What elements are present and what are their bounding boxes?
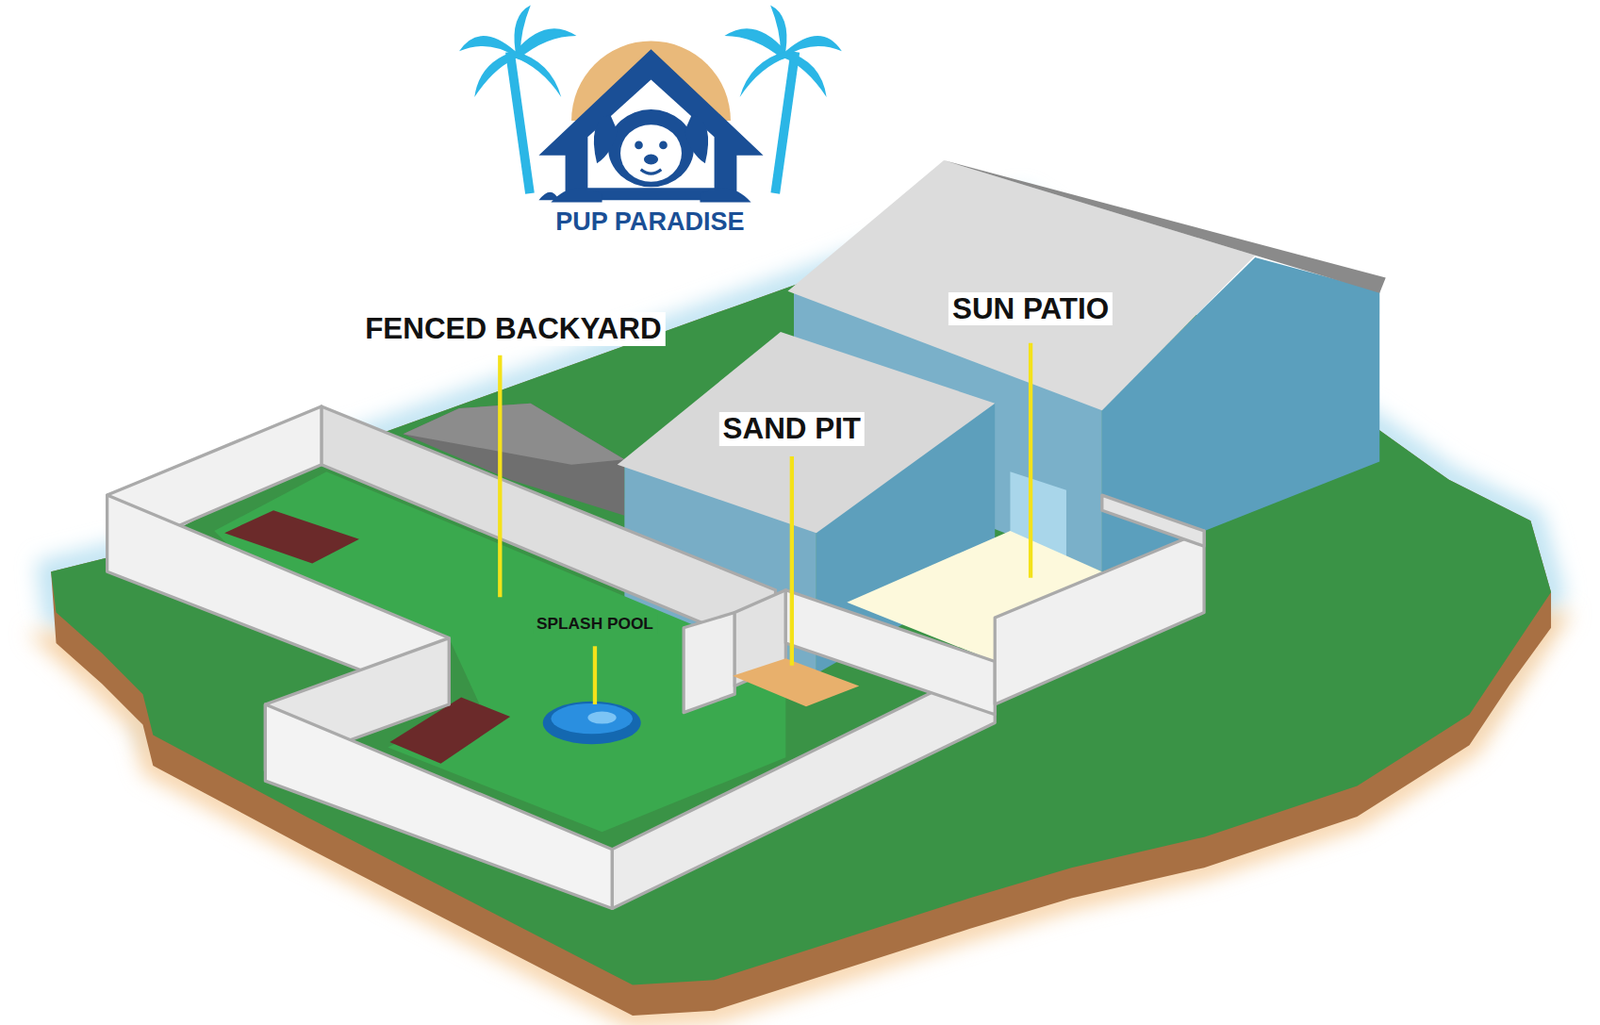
sand-pit (732, 658, 859, 707)
island-part (50, 204, 1551, 1016)
leader-line-part (497, 355, 502, 597)
palm-tree-part (512, 50, 561, 98)
palm-tree-part (740, 50, 789, 98)
fence (107, 406, 1205, 908)
sand-pit-part (732, 658, 859, 707)
fence-part (1102, 494, 1205, 546)
fence-part (683, 612, 735, 713)
splash-pool-part (543, 701, 642, 744)
fence-part (994, 530, 1205, 705)
palm-tree-part (505, 50, 535, 194)
area-label: SAND PIT (719, 412, 865, 446)
palm-tree-part (770, 50, 800, 194)
logo-part (538, 49, 763, 200)
logo-part (550, 187, 602, 202)
island (50, 204, 1551, 1016)
logo-part (641, 169, 662, 174)
main-house-part (943, 160, 1386, 294)
leader-line (499, 343, 1031, 705)
logo-part (608, 109, 694, 187)
area-label: SUN PATIO (948, 292, 1113, 326)
palm-tree-part (782, 50, 827, 98)
palm-tree-part (770, 5, 787, 54)
logo-part (684, 114, 709, 164)
area-label: SPLASH POOL (532, 613, 658, 634)
logo-part (593, 114, 618, 164)
area-label: FENCED BACKYARD (361, 312, 665, 346)
palm-tree-part (513, 5, 530, 54)
logo-part (659, 141, 668, 150)
leader-line-part (593, 645, 597, 705)
island-part (50, 204, 1551, 986)
logo-part (699, 187, 751, 202)
splash-pool-part (550, 703, 633, 734)
splash-pool (543, 701, 642, 744)
small-house-part (617, 331, 995, 533)
island-part (50, 204, 1551, 986)
logo-part (634, 141, 644, 150)
palm-tree (459, 5, 842, 195)
leader-line-part (1028, 343, 1033, 578)
palm-tree-part (785, 35, 842, 57)
logo-part (587, 80, 714, 189)
logo-part (620, 124, 682, 182)
logo-title: PUP PARADISE (551, 207, 748, 237)
leader-line-part (790, 456, 794, 666)
logo-part (643, 154, 659, 165)
palm-tree-part (459, 35, 516, 57)
palm-tree-part (474, 50, 519, 98)
splash-pool-part (587, 711, 616, 725)
logo (459, 5, 842, 203)
